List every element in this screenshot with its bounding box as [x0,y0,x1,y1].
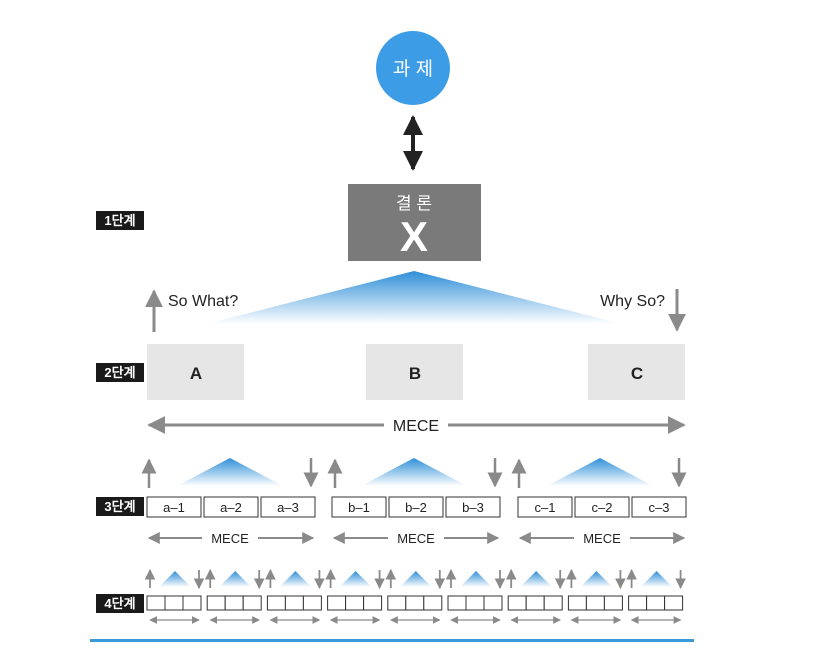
level3-triangle-a [177,458,283,486]
level3-box-c1 [517,496,573,518]
level4-triangle [219,571,252,587]
level4-box [242,595,262,611]
level4-box [345,595,365,611]
level4-group [325,568,386,624]
level4-group [566,568,626,624]
level4-triangle [279,571,312,587]
level-badge-1-text: 1단계 [104,213,135,228]
level4-box [585,595,605,611]
level3-box-b2-label: b–2 [405,500,427,515]
level4-box [182,595,202,611]
level4-box [483,595,503,611]
level4-triangle [640,571,673,587]
level1-triangle [206,271,622,324]
level3-box-a1 [146,496,202,518]
level4-box [405,595,425,611]
level4-box [387,595,407,611]
level2-box-b [366,344,463,400]
level4-box [567,595,587,611]
level3-mece-label-c: MECE [583,531,621,546]
level4-box [164,595,184,611]
level2-box-b-label: B [409,364,421,383]
so-what-label: So What? [168,293,238,310]
level4-group [445,568,506,624]
level-badge-2: 2단계 [96,363,144,382]
level4-group [204,568,265,624]
level4-box [603,595,623,611]
level4-box [146,595,166,611]
level3-box-b1-label: b–1 [348,500,370,515]
level4-box [664,595,684,611]
level3-group-b: b–1 b–2 b–3 MECE [327,458,503,546]
level2-box-a-label: A [190,364,202,383]
level4-box [423,595,443,611]
level4-box [327,595,347,611]
level4-group [385,568,446,624]
level4-box [284,595,304,611]
level3-mece-label-a: MECE [211,531,249,546]
level-badge-2-text: 2단계 [104,365,135,380]
level3-box-b2 [388,496,444,518]
level3-group-c: c–1 c–2 c–3 MECE [511,458,687,546]
level3-box-a3-label: a–3 [277,500,299,515]
level2-box-c-label: C [631,364,643,383]
level3-box-a2-label: a–2 [220,500,242,515]
task-label: 과 제 [393,58,433,80]
conclusion-symbol: X [400,213,428,260]
level2-mece-label: MECE [393,418,439,435]
level3-box-b1 [331,496,387,518]
level4-triangle [580,571,613,587]
level3-box-b3-label: b–3 [462,500,484,515]
level3-box-c2-label: c–2 [592,500,613,515]
level3-box-c2 [574,496,630,518]
level4-box [266,595,286,611]
level-badge-4: 4단계 [96,594,144,613]
level4-box [363,595,383,611]
level3-box-a1-label: a–1 [163,500,185,515]
level-badge-3: 3단계 [96,497,144,516]
level2-box-c [588,344,685,400]
level4-box [525,595,545,611]
level4-box [447,595,467,611]
level4-triangle [399,571,432,587]
level3-triangle-c [547,458,653,486]
why-so-label: Why So? [600,293,665,310]
level4-box [507,595,527,611]
conclusion-label: 결 론 [396,194,432,213]
level3-group-a: a–1 a–2 a–3 MECE [141,458,319,546]
level4-box [302,595,322,611]
level4-triangle [159,571,191,587]
level-badge-1: 1단계 [96,211,144,230]
level3-triangle-b [361,458,467,486]
level4-box [646,595,666,611]
level3-mece-label-b: MECE [397,531,435,546]
bottom-rule [90,639,694,642]
level3-box-c1-label: c–1 [535,500,556,515]
level2-box-a [147,344,244,400]
level4-group [626,568,686,624]
level3-box-b3 [445,496,501,518]
conclusion-box [348,184,481,261]
level4-group [144,568,205,624]
level4-box [543,595,563,611]
level4-box [628,595,648,611]
level-badge-3-text: 3단계 [104,499,135,514]
task-circle [376,31,450,105]
level-badge-4-text: 4단계 [104,596,135,611]
level4-box [465,595,485,611]
level4-group [505,568,566,624]
level4-triangle [460,571,492,587]
level3-box-c3-label: c–3 [649,500,670,515]
level4-triangle [520,571,553,587]
level4-groups [144,568,686,624]
level4-box [224,595,244,611]
level4-triangle [339,571,372,587]
level4-group [264,568,325,624]
level3-box-c3 [631,496,687,518]
level3-box-a3 [260,496,316,518]
level3-box-a2 [203,496,259,518]
level4-box [206,595,226,611]
